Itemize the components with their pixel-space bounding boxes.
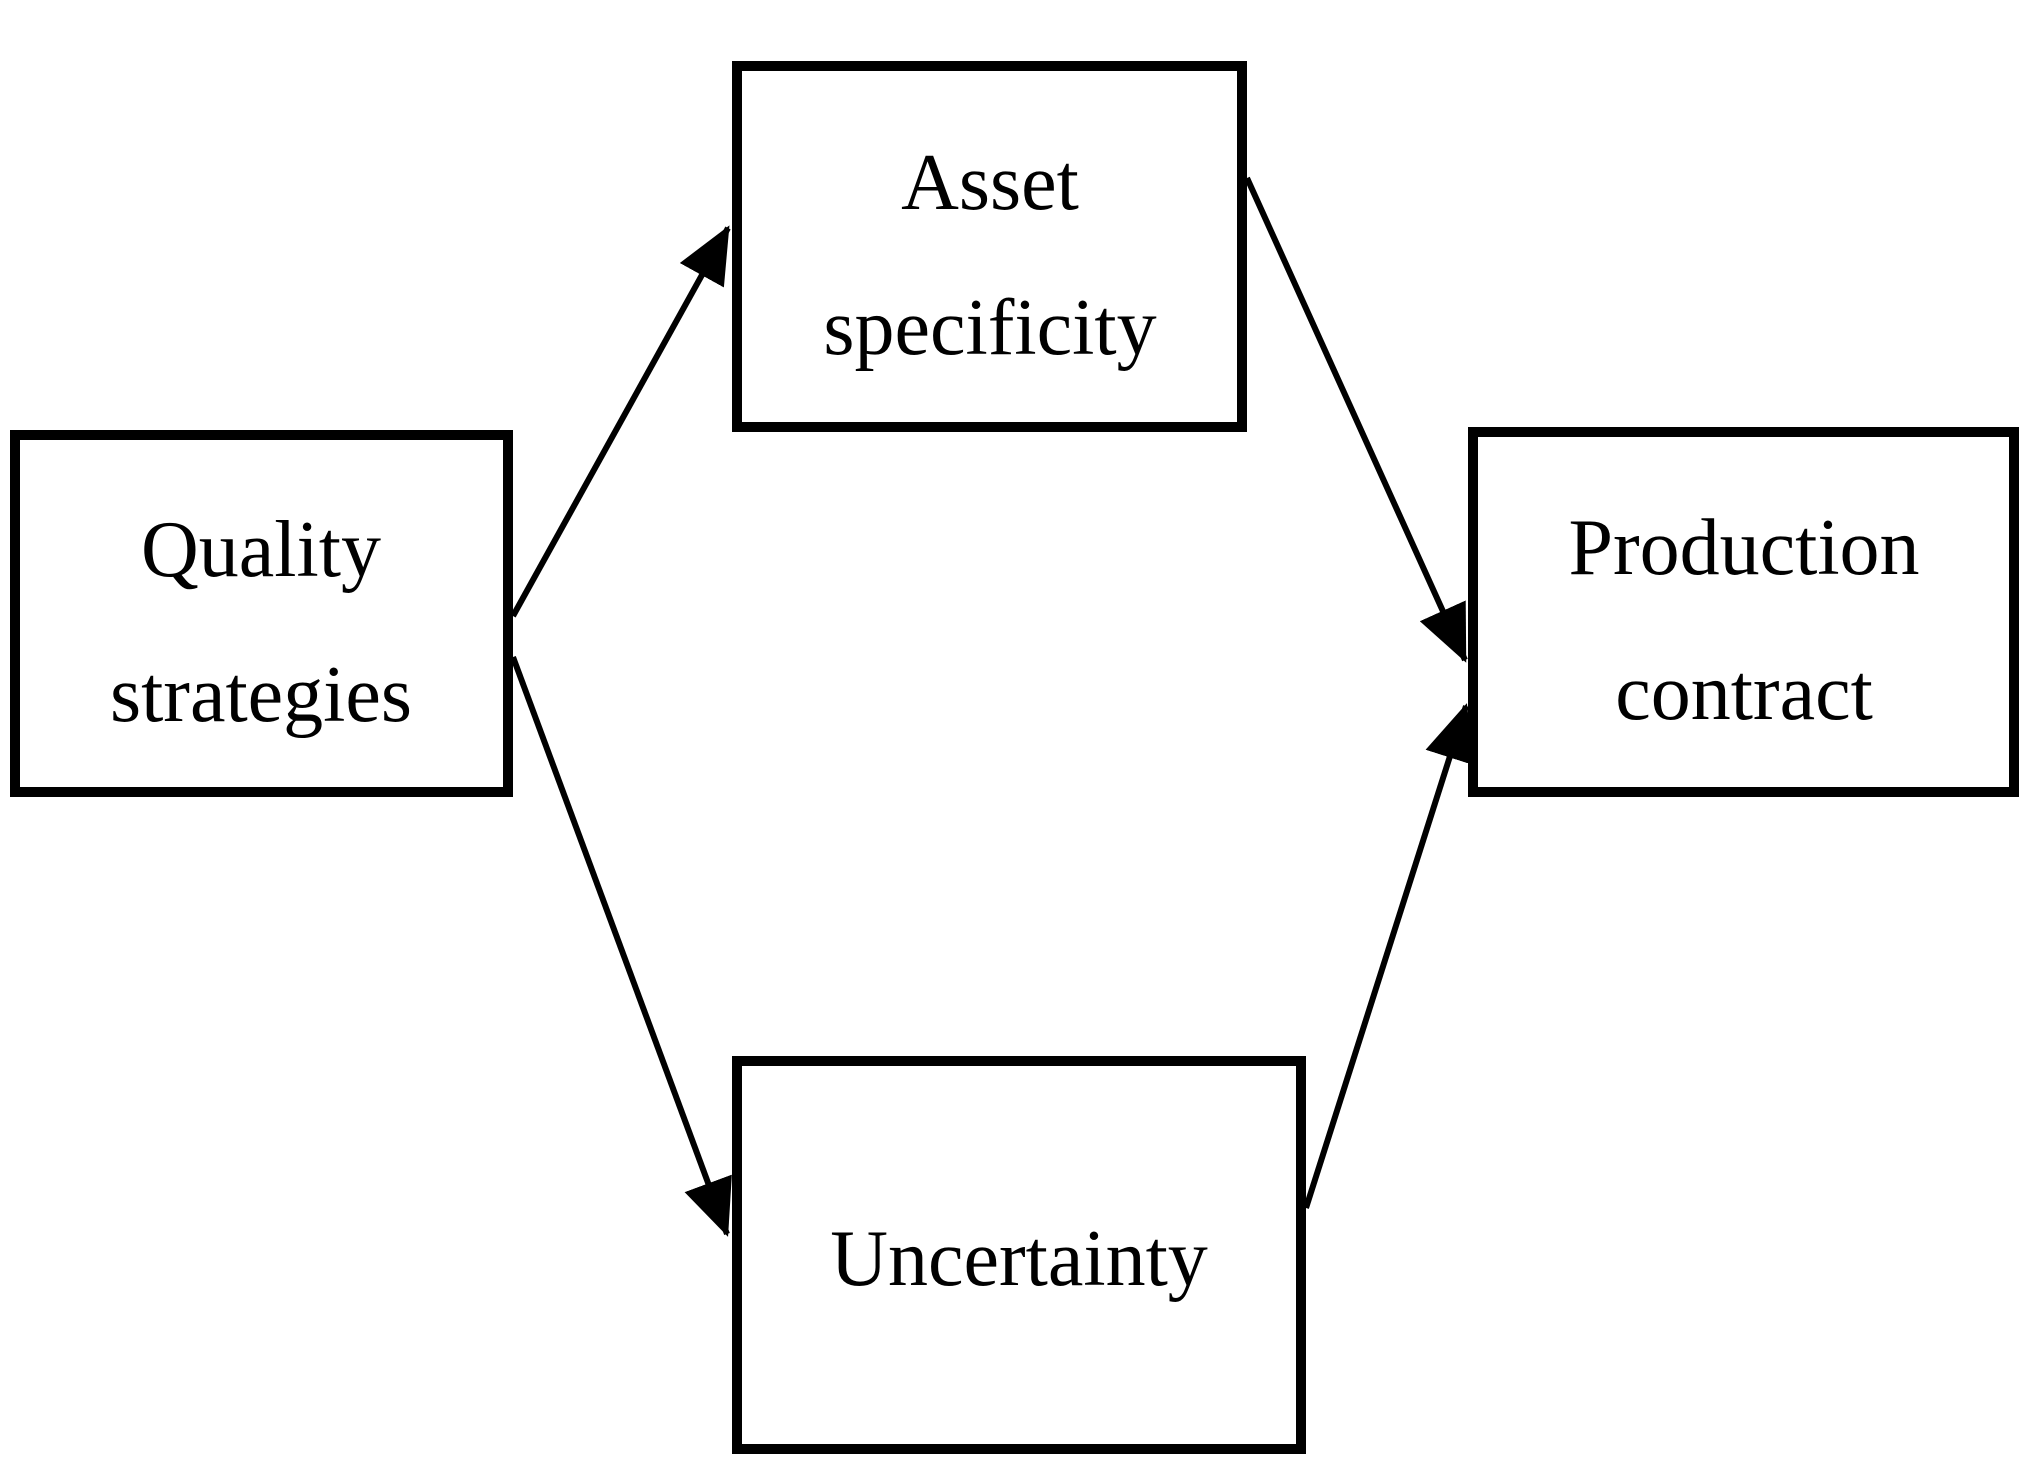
uncertainty-label: Uncertainty xyxy=(830,1215,1208,1303)
quality-strategies-label-line1: Quality xyxy=(141,506,381,594)
edge-asset-to-production xyxy=(1244,176,1468,663)
node-production-contract: Production contract xyxy=(1468,427,2019,797)
production-contract-label-line2: contract xyxy=(1615,649,1873,737)
asset-specificity-label-line1: Asset xyxy=(901,139,1079,227)
production-contract-box xyxy=(1468,427,2019,797)
nodes: Quality strategies Asset specificity Unc… xyxy=(10,61,2019,1454)
edges xyxy=(510,176,1474,1237)
edge-uncertainty-to-production xyxy=(1303,703,1474,1209)
node-quality-strategies: Quality strategies xyxy=(10,430,513,797)
node-uncertainty: Uncertainty xyxy=(732,1056,1306,1454)
uncertainty-box xyxy=(732,1056,1306,1454)
node-asset-specificity: Asset specificity xyxy=(732,61,1247,432)
quality-strategies-label-line2: strategies xyxy=(110,651,412,739)
asset-specificity-label-line2: specificity xyxy=(823,284,1156,372)
edge-quality-to-asset xyxy=(510,225,731,618)
edge-quality-to-uncertainty xyxy=(510,655,732,1237)
production-contract-label-line1: Production xyxy=(1568,504,1919,592)
asset-specificity-box xyxy=(732,61,1247,432)
quality-strategies-box xyxy=(10,430,513,797)
